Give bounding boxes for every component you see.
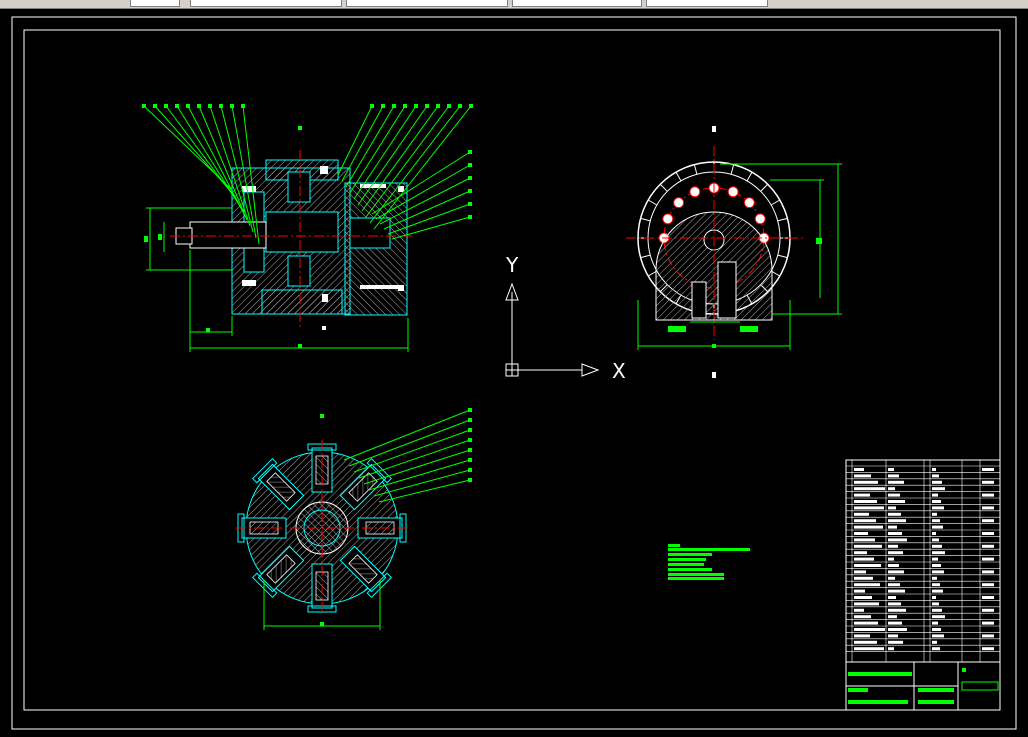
plotstyle-dropdown[interactable] [512,0,642,7]
drawing-viewport[interactable]: Y X [0,9,1028,737]
drawing-canvas[interactable]: Y X [0,9,1028,737]
ucs-icon [505,282,600,377]
front-section-view [142,104,473,352]
side-view [626,126,842,378]
layer-dropdown[interactable] [130,0,180,7]
inner-frame-border [23,29,1001,711]
color-dropdown[interactable] [646,0,768,7]
title-block [845,459,1001,711]
lineweight-dropdown[interactable] [346,0,508,7]
radial-section-view [236,408,472,630]
toolbar-strip [0,0,1028,9]
technical-notes [668,544,750,580]
outer-sheet-border [11,16,1017,730]
ucs-y-label: Y [505,253,519,277]
ucs-x-label: X [612,359,626,383]
linetype-dropdown[interactable] [190,0,342,7]
